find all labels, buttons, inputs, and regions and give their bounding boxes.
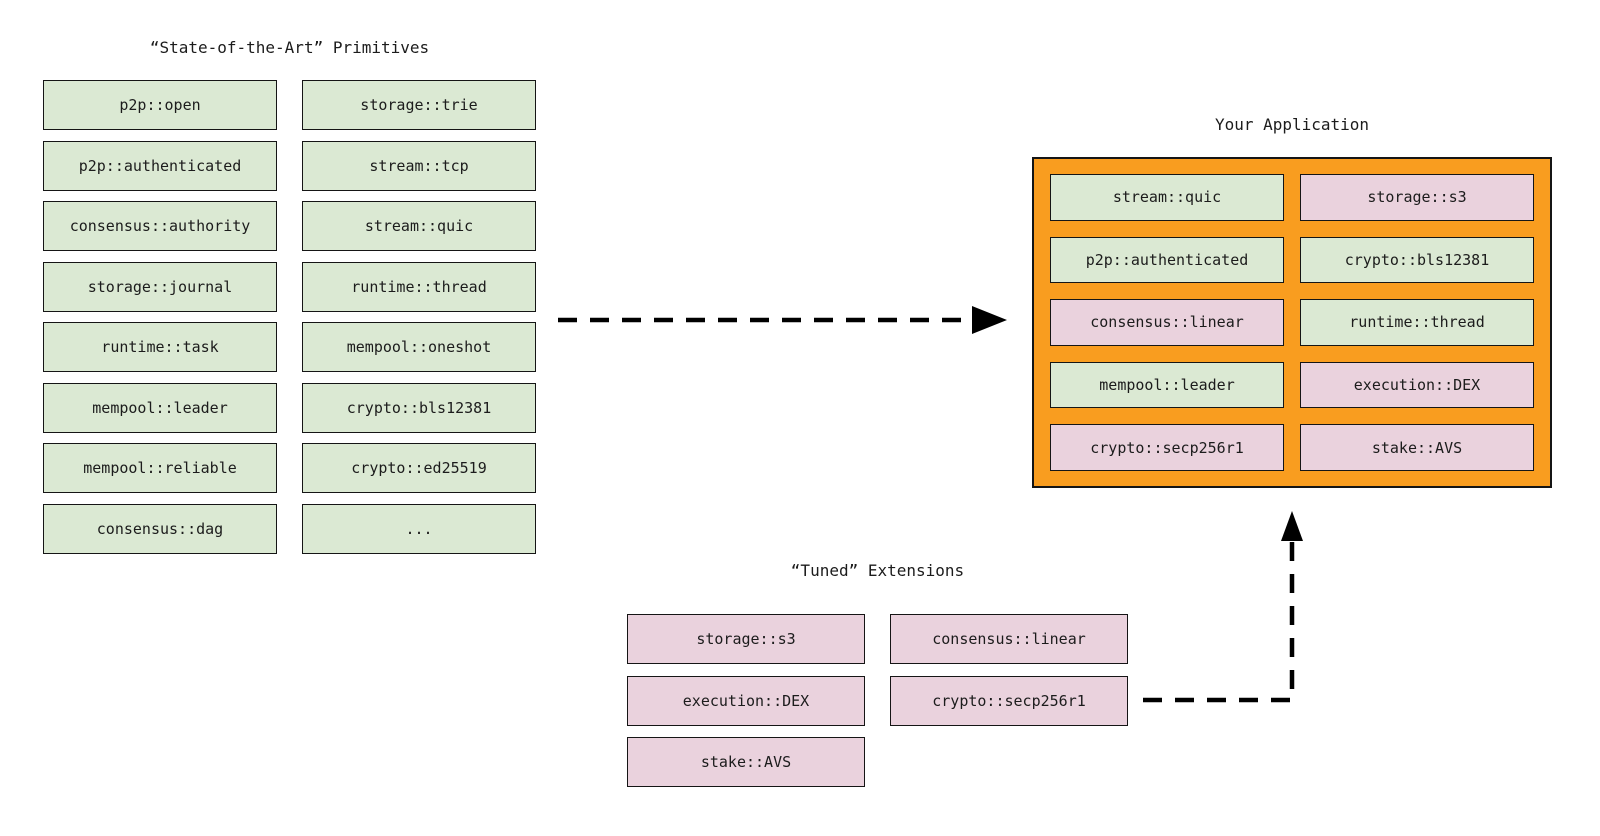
- extension-box: consensus::linear: [890, 614, 1128, 664]
- app-module-box: stream::quic: [1050, 174, 1284, 221]
- primitive-box: runtime::task: [43, 322, 277, 372]
- primitive-box: p2p::authenticated: [43, 140, 277, 191]
- primitive-box: runtime::thread: [302, 261, 536, 312]
- application-section-title: Your Application: [1214, 115, 1370, 134]
- primitive-box: storage::journal: [43, 261, 277, 312]
- extension-box: execution::DEX: [627, 675, 865, 726]
- app-module-box: storage::s3: [1300, 174, 1534, 221]
- primitive-box: stream::tcp: [302, 140, 536, 191]
- extensions-to-app-arrow: [1143, 511, 1303, 703]
- primitive-box: mempool::reliable: [43, 443, 277, 493]
- app-module-box: consensus::linear: [1050, 299, 1284, 346]
- primitives-section-title: “State-of-the-Art” Primitives: [149, 38, 430, 57]
- app-module-box: runtime::thread: [1300, 299, 1534, 346]
- primitive-box: stream::quic: [302, 201, 536, 251]
- primitive-box: mempool::leader: [43, 382, 277, 433]
- app-module-box: mempool::leader: [1050, 361, 1284, 409]
- primitive-box: crypto::bls12381: [302, 382, 536, 433]
- primitive-box: storage::trie: [302, 80, 536, 130]
- primitive-box: ...: [302, 503, 536, 554]
- primitives-to-app-arrow: [558, 306, 1007, 334]
- primitive-box: crypto::ed25519: [302, 443, 536, 493]
- primitive-box: consensus::authority: [43, 201, 277, 251]
- primitive-box: consensus::dag: [43, 503, 277, 554]
- app-module-box: execution::DEX: [1300, 361, 1534, 409]
- primitive-box: p2p::open: [43, 80, 277, 130]
- app-module-box: p2p::authenticated: [1050, 236, 1284, 284]
- extension-box: stake::AVS: [627, 737, 865, 787]
- primitive-box: mempool::oneshot: [302, 322, 536, 372]
- app-module-box: stake::AVS: [1300, 424, 1534, 471]
- extension-box: crypto::secp256r1: [890, 675, 1128, 726]
- app-module-box: crypto::secp256r1: [1050, 424, 1284, 471]
- empty-cell: [890, 737, 1128, 787]
- extensions-section-title: “Tuned” Extensions: [790, 561, 965, 580]
- extension-box: storage::s3: [627, 614, 865, 664]
- app-module-box: crypto::bls12381: [1300, 236, 1534, 284]
